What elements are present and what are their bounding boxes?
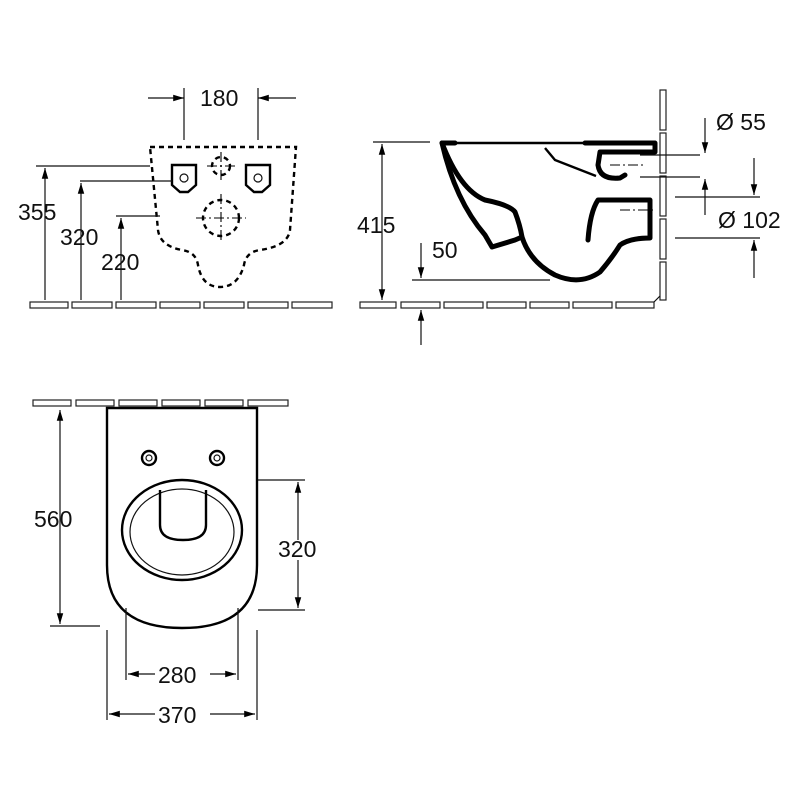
dim-320: 320	[60, 224, 98, 250]
top-view: 560 320 280 370	[32, 399, 316, 728]
dim-220: 220	[101, 249, 139, 275]
dim-dia-102: Ø 102	[718, 207, 781, 233]
seat-bolt-left-icon	[140, 449, 158, 467]
wall-tiles	[659, 89, 667, 301]
wall-tiles	[32, 399, 289, 407]
front-view: 180 355 320 220	[18, 85, 333, 309]
bowl-outline	[105, 406, 259, 630]
fixing-plate-left	[170, 163, 198, 194]
dim-415: 415	[357, 212, 395, 238]
dim-370: 370	[158, 702, 196, 728]
dim-dia-55: Ø 55	[716, 109, 766, 135]
side-view: 415 50 Ø 55 Ø 102	[357, 89, 781, 345]
wc-outline-dashed	[148, 145, 298, 289]
dim-560: 560	[34, 506, 72, 532]
outlet-recess	[158, 490, 208, 542]
dim-50: 50	[432, 237, 458, 263]
fixing-plate-right	[244, 163, 272, 194]
dim-280: 280	[158, 662, 196, 688]
bowl-section	[439, 140, 653, 283]
dim-355: 355	[18, 199, 56, 225]
bolt-right-icon	[253, 173, 263, 183]
seat-bolt-right-icon	[208, 449, 226, 467]
floor-tiles	[29, 301, 333, 309]
dim-180: 180	[200, 85, 238, 111]
bolt-left-icon	[179, 173, 189, 183]
dim-320-seat: 320	[278, 536, 316, 562]
floor-tiles	[359, 301, 655, 309]
bowl-opening	[120, 478, 244, 582]
